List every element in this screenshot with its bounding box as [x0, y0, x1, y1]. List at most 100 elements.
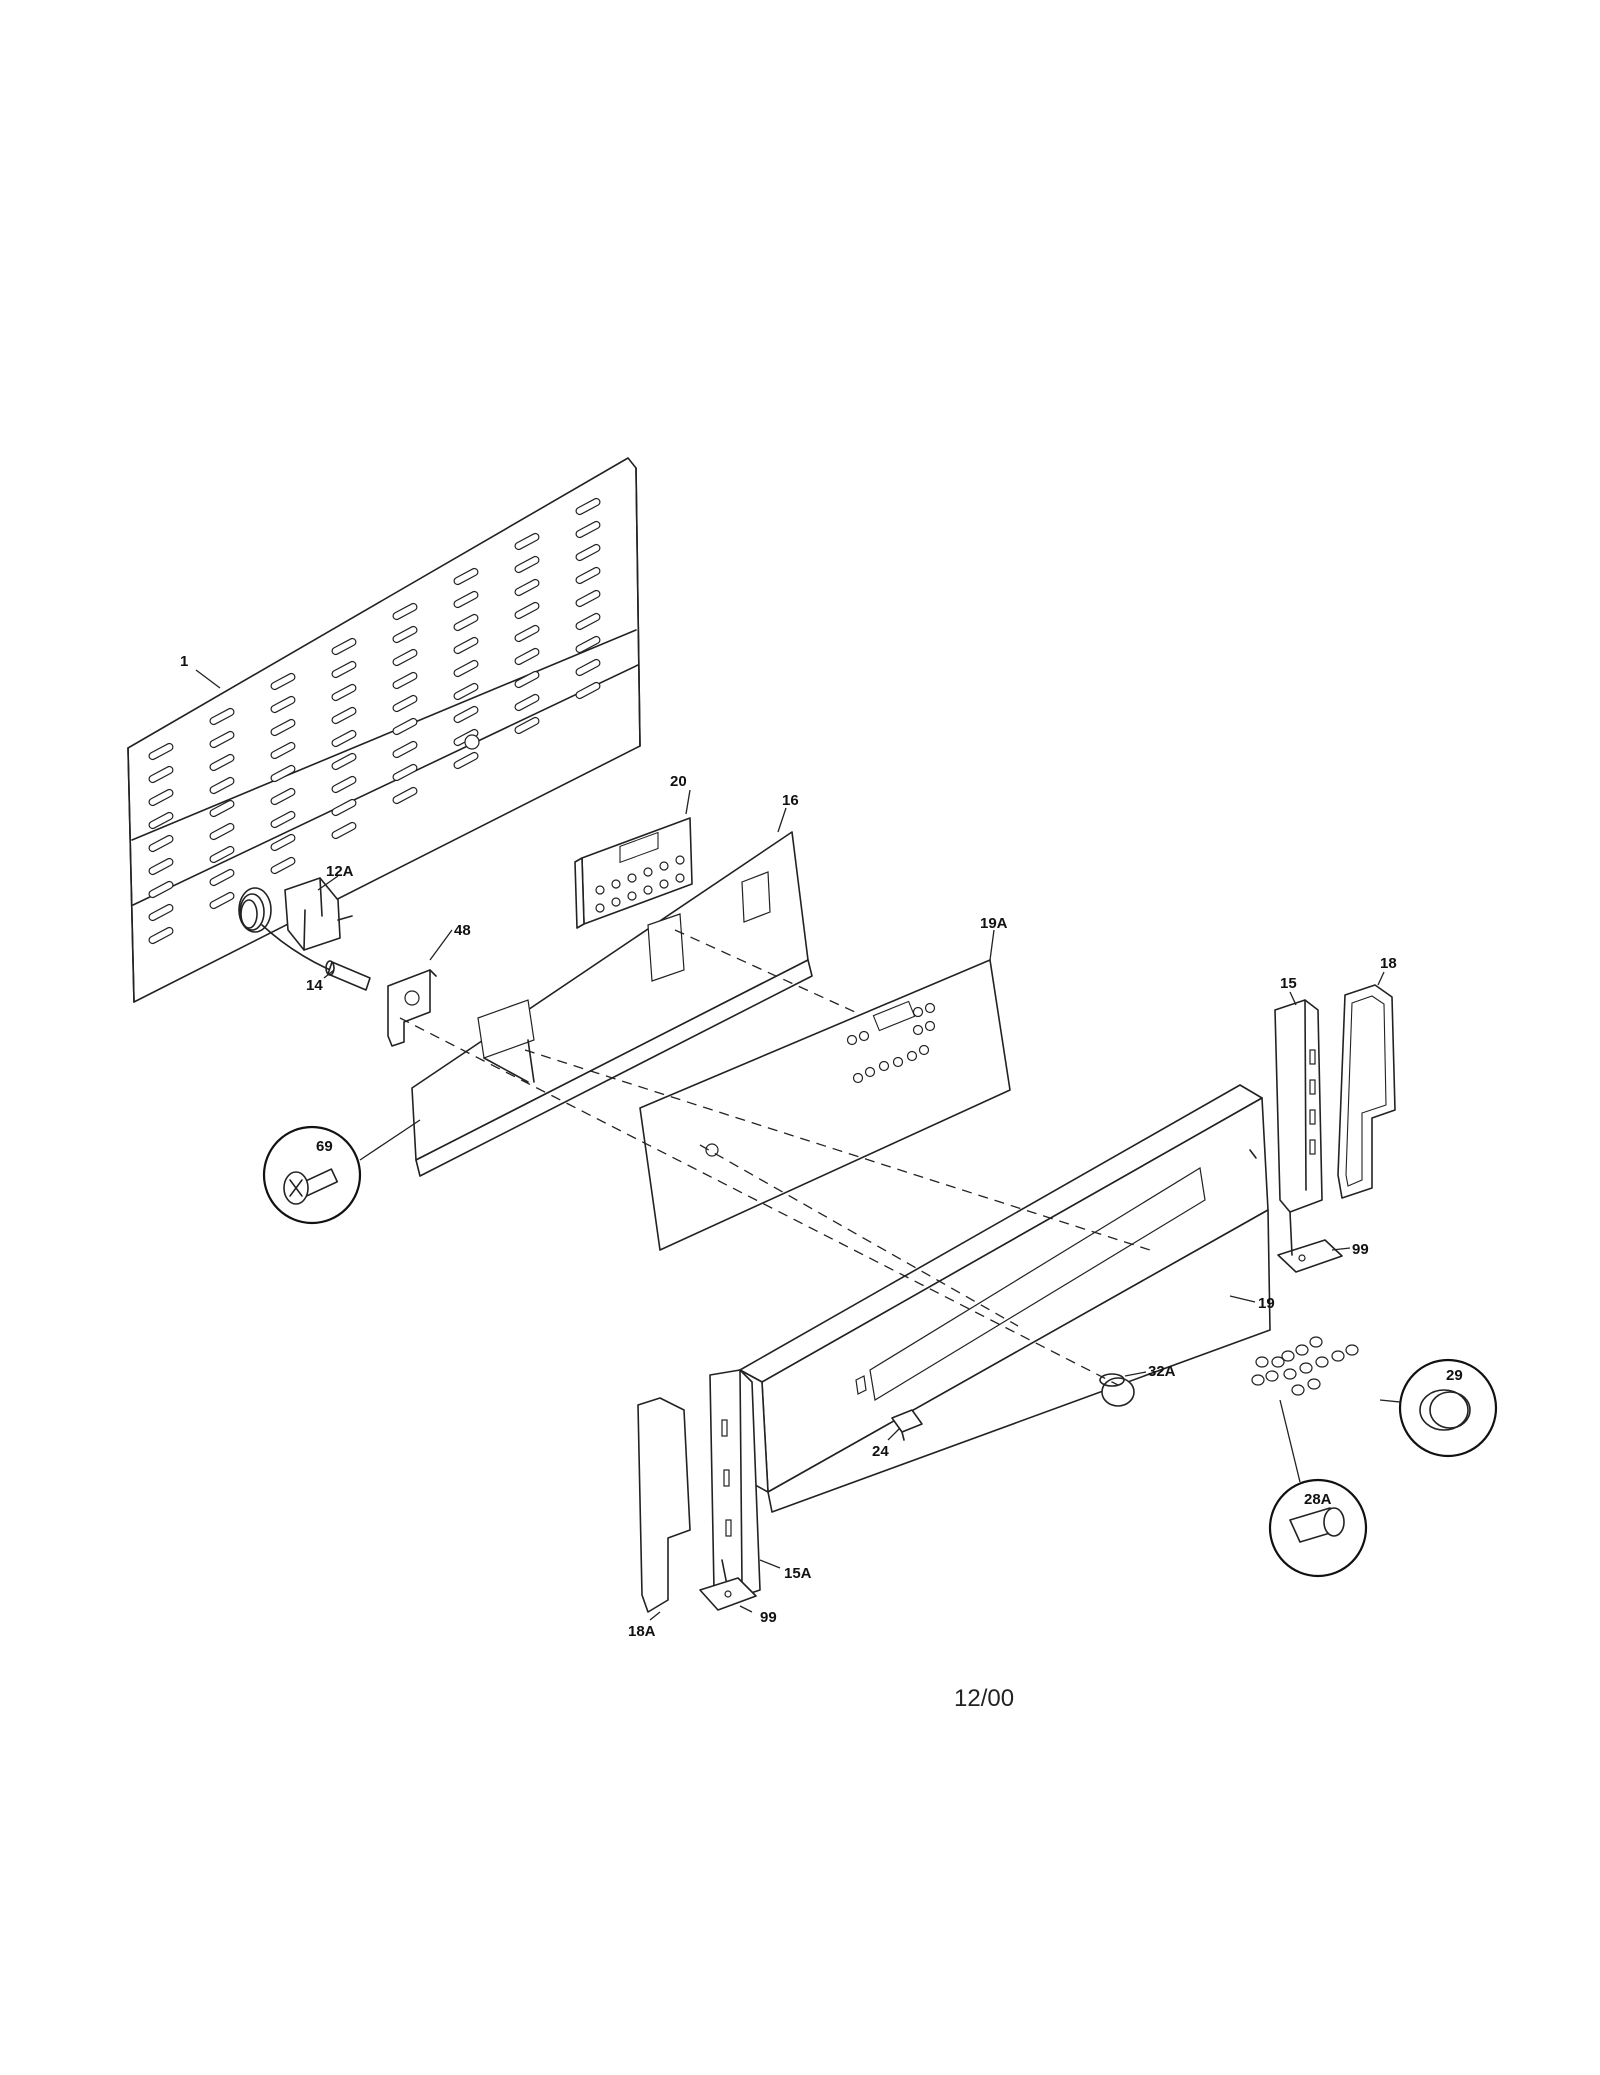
louver-slot	[392, 671, 418, 690]
callout-18A: 18A	[628, 1623, 656, 1640]
detail-circle-69	[262, 1119, 421, 1225]
louver-slot	[331, 637, 357, 656]
callout-16: 16	[782, 792, 799, 809]
louver-slot	[575, 635, 601, 654]
louver-slot	[514, 532, 540, 551]
louver-slot	[209, 822, 235, 841]
screw	[1295, 1344, 1309, 1356]
louver-slot	[392, 625, 418, 644]
screw	[1315, 1356, 1329, 1368]
louver-slot	[575, 681, 601, 700]
louver-slot	[331, 821, 357, 840]
louver-slot	[575, 566, 601, 585]
part-16-control-panel	[411, 831, 813, 1177]
louver-slot	[331, 798, 357, 817]
louver-slot	[148, 765, 174, 784]
louver-slot	[270, 833, 296, 852]
louver-slot	[575, 520, 601, 539]
detail-circle-28A	[1268, 1399, 1368, 1578]
louver-slot	[453, 705, 479, 724]
part-14-shaft	[325, 960, 371, 991]
louver-slot	[392, 602, 418, 621]
louver-slot	[270, 695, 296, 714]
louver-slot	[514, 601, 540, 620]
louver-slot	[209, 799, 235, 818]
louver-slot	[392, 717, 418, 736]
louver-slot	[453, 682, 479, 701]
louver-slot	[270, 856, 296, 875]
alignment-lines	[399, 929, 1151, 1386]
louver-slot	[514, 624, 540, 643]
callout-labels: 1 20 16 12A 48 14 19A 18 15 69 99 19 32A…	[180, 653, 1463, 1640]
callout-28A: 28A	[1304, 1491, 1332, 1508]
louver-slot	[453, 636, 479, 655]
louver-slot	[270, 764, 296, 783]
louver-slot	[148, 788, 174, 807]
part-28A-screw-cluster	[1251, 1336, 1359, 1396]
louver-slot	[392, 694, 418, 713]
part-19A-overlay	[639, 959, 1011, 1251]
callout-14: 14	[306, 977, 323, 994]
screw	[1281, 1350, 1295, 1362]
louver-slot	[575, 589, 601, 608]
louver-slot	[209, 845, 235, 864]
part-20-control-board	[574, 817, 693, 929]
louver-slot	[514, 555, 540, 574]
part-99-foot-right	[1277, 1211, 1343, 1273]
louver-slot	[148, 903, 174, 922]
part-99-foot-left	[699, 1577, 757, 1611]
louver-slot	[392, 786, 418, 805]
part-18A-left-trim	[637, 1397, 691, 1613]
louver-slot	[514, 578, 540, 597]
part-15-right-bracket	[1274, 999, 1323, 1213]
louver-slot	[453, 613, 479, 632]
callout-48: 48	[454, 922, 471, 939]
louver-slot	[453, 590, 479, 609]
screw	[1291, 1384, 1305, 1396]
louver-slot	[575, 612, 601, 631]
callout-99-right: 99	[1352, 1241, 1369, 1258]
screw	[1255, 1356, 1269, 1368]
callout-19A: 19A	[980, 915, 1008, 932]
louver-slot	[514, 670, 540, 689]
part-32A-knob	[1099, 1373, 1135, 1407]
louver-slot	[331, 775, 357, 794]
part-19-main-panel	[739, 1084, 1271, 1513]
louver-slot	[209, 868, 235, 887]
louver-slot	[209, 707, 235, 726]
louver-slot	[575, 497, 601, 516]
callout-20: 20	[670, 773, 687, 790]
part-18-right-trim	[1337, 984, 1396, 1199]
screw	[1307, 1378, 1321, 1390]
louver-slot	[270, 787, 296, 806]
screw	[1251, 1374, 1265, 1386]
louver-slot	[392, 740, 418, 759]
louver-slot	[209, 776, 235, 795]
detail-circle-29	[1379, 1358, 1498, 1458]
louver-slot	[209, 891, 235, 910]
louver-slot	[209, 753, 235, 772]
louver-slot	[514, 693, 540, 712]
callout-99-bottom: 99	[760, 1609, 777, 1626]
callout-12A: 12A	[326, 863, 354, 880]
callout-15A: 15A	[784, 1565, 812, 1582]
louver-slot	[331, 660, 357, 679]
louver-slot	[514, 647, 540, 666]
louver-slot	[453, 659, 479, 678]
leader-lines	[195, 669, 1385, 1621]
louver-slot	[392, 763, 418, 782]
louver-slot	[514, 716, 540, 735]
screw	[1283, 1368, 1297, 1380]
louver-slot	[270, 741, 296, 760]
callout-69: 69	[316, 1138, 333, 1155]
screw	[1271, 1356, 1285, 1368]
date-code: 12/00	[954, 1685, 1014, 1712]
screw	[1331, 1350, 1345, 1362]
louver-slot	[270, 672, 296, 691]
louver-slot	[575, 543, 601, 562]
callout-15: 15	[1280, 975, 1297, 992]
louver-slot	[331, 729, 357, 748]
part-24-switch	[891, 1409, 923, 1441]
callout-18: 18	[1380, 955, 1397, 972]
